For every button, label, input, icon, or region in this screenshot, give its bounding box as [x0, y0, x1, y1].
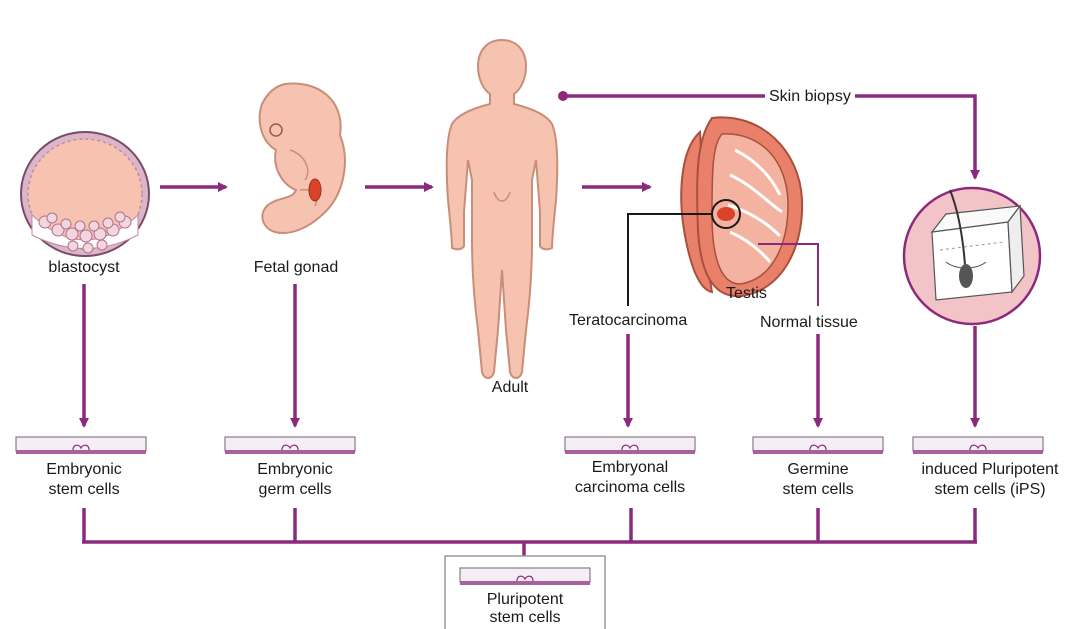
cell-type-line1: Embryonic — [225, 460, 365, 480]
adult-human-illustration — [447, 40, 557, 378]
cell-type-line2: stem cells — [14, 480, 154, 500]
fetus-illustration — [260, 83, 345, 233]
culture-dish-germline-stem — [753, 437, 883, 454]
result-label: Pluripotent stem cells — [445, 591, 605, 627]
skin-biopsy-point — [558, 91, 568, 101]
cell-type-label: Embryonic stem cells — [14, 460, 154, 500]
cell-type-label: Embryonic germ cells — [225, 460, 365, 500]
result-line1: Pluripotent — [445, 591, 605, 609]
skin-section-illustration — [904, 188, 1040, 324]
cell-type-line2: stem cells (iPS) — [910, 480, 1070, 500]
cell-type-line1: Embryonal — [560, 458, 700, 478]
skin-biopsy-label: Skin biopsy — [765, 87, 855, 107]
culture-dish-embryonic-stem — [16, 437, 146, 454]
culture-dish-embryonal-carcinoma — [565, 437, 695, 454]
cell-type-label: Embryonal carcinoma cells — [560, 458, 700, 498]
cell-type-label: Germine stem cells — [748, 460, 888, 500]
cell-type-line1: induced Pluripotent — [910, 460, 1070, 480]
cell-type-line1: Germine — [748, 460, 888, 480]
testis-illustration — [681, 117, 802, 296]
result-line2: stem cells — [445, 609, 605, 627]
culture-dish-embryonic-germ — [225, 437, 355, 454]
cell-type-label: induced Pluripotent stem cells (iPS) — [910, 460, 1070, 500]
fetal-gonad-label: Fetal gonad — [236, 258, 356, 278]
cell-type-line2: carcinoma cells — [560, 478, 700, 498]
culture-dish-ips — [913, 437, 1043, 454]
testis-label: Testis — [726, 284, 767, 304]
cell-type-line2: stem cells — [748, 480, 888, 500]
cell-type-line2: germ cells — [225, 480, 365, 500]
normal-tissue-label: Normal tissue — [760, 313, 858, 333]
blastocyst-label: blastocyst — [24, 258, 144, 278]
adult-label: Adult — [480, 378, 540, 398]
blastocyst-illustration — [21, 132, 149, 256]
teratocarcinoma-label: Teratocarcinoma — [569, 311, 687, 331]
cell-type-line1: Embryonic — [14, 460, 154, 480]
